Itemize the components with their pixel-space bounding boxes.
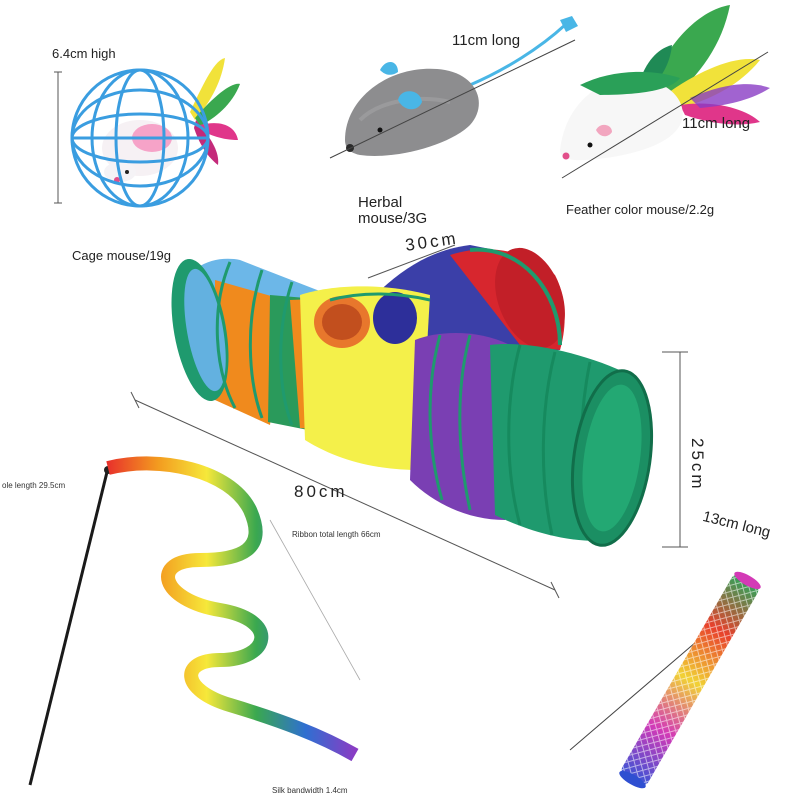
ribbon-total-label: Ribbon total length 66cm xyxy=(292,530,381,539)
tunnel-length-label: 80cm xyxy=(294,482,348,501)
ribbon-wand-icon xyxy=(28,456,361,786)
tunnel-diameter-label: 25cm xyxy=(688,438,707,492)
rainbow-tunnel-icon xyxy=(130,244,688,599)
herbal-plush-mouse-icon xyxy=(329,16,578,159)
silk-width-label: Silk bandwidth 1.4cm xyxy=(272,786,348,795)
herbal-weight-label: mouse/3G xyxy=(358,210,428,227)
feather-mouse-icon xyxy=(560,5,770,179)
cage-weight-label: Cage mouse/19g xyxy=(72,248,172,263)
cage-height-label: 6.4cm high xyxy=(52,46,116,61)
cage-ball-mouse-icon xyxy=(54,58,240,208)
feather-weight-label: Feather color mouse/2.2g xyxy=(566,202,715,217)
pole-length-label: ole length 29.5cm xyxy=(2,481,66,490)
feather-length-label: 11cm long xyxy=(682,115,751,132)
rainbow-spring-tube-icon xyxy=(569,571,761,789)
herbal-length-label: 11cm long xyxy=(452,32,521,49)
herbal-name-label: Herbal xyxy=(358,194,403,211)
